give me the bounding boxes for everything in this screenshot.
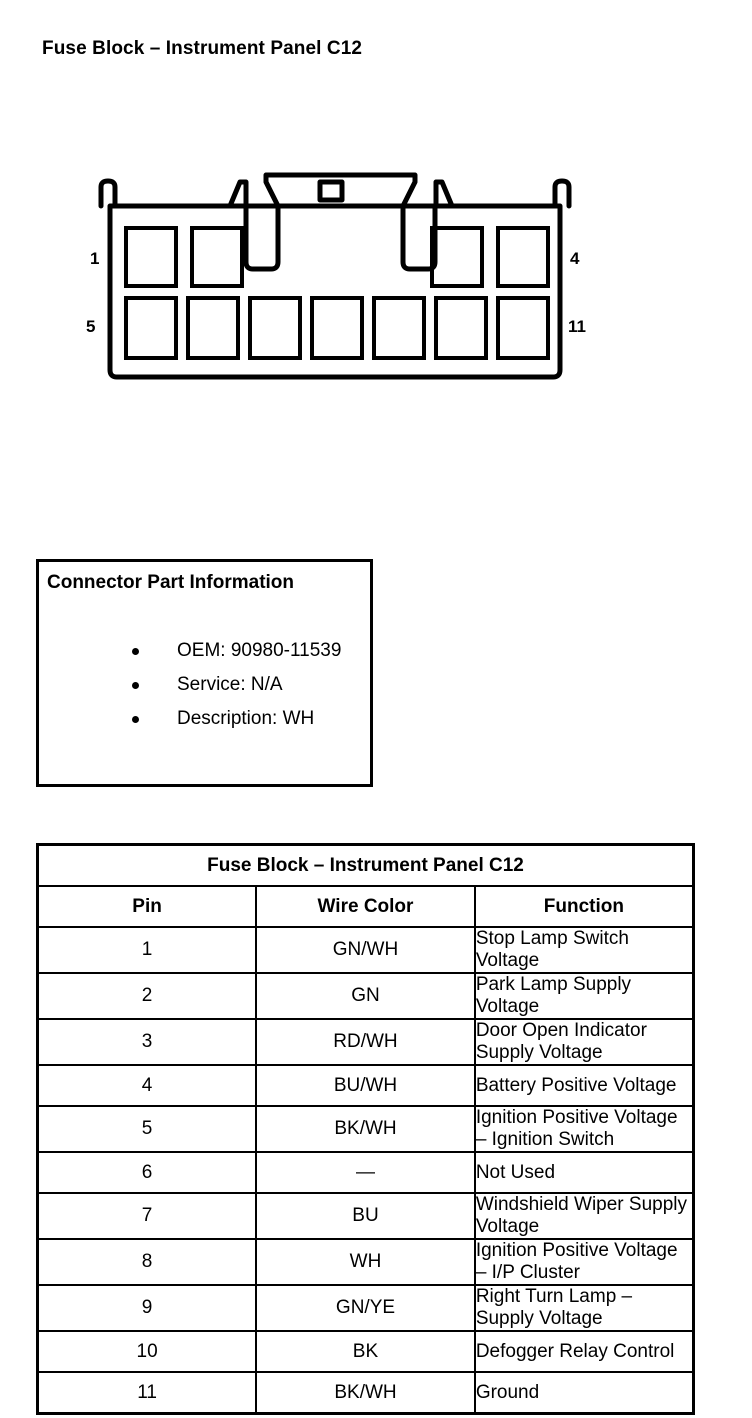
cell-pin: 7: [36, 1192, 258, 1240]
part-info-service-text: Service: N/A: [177, 674, 283, 695]
left-wedge-icon: [227, 179, 249, 209]
table-row: 11 BK/WH Ground: [36, 1371, 695, 1415]
cavity-9: [372, 296, 426, 360]
part-info-item-oem: OEM: 90980-11539: [39, 634, 341, 668]
cell-pin: 1: [36, 926, 258, 974]
connector-body-outline: [107, 203, 563, 380]
cell-function: Battery Positive Voltage: [473, 1064, 695, 1107]
column-header-function: Function: [473, 885, 695, 928]
cell-wire: BK/WH: [255, 1105, 476, 1153]
bullet-icon: [132, 716, 139, 723]
cavity-8: [310, 296, 364, 360]
cell-wire: GN/YE: [255, 1284, 476, 1332]
pinout-table-wrapper: Fuse Block – Instrument Panel C12 Pin Wi…: [36, 843, 695, 1415]
cell-wire: GN/WH: [255, 926, 476, 974]
cavity-3: [430, 226, 484, 288]
pin-label-top-right: 4: [570, 249, 580, 268]
page-title: Fuse Block – Instrument Panel C12: [42, 38, 363, 59]
pin-label-bottom-right: 11: [568, 317, 586, 336]
right-post-icon: [552, 178, 572, 209]
cell-pin: 3: [36, 1018, 258, 1066]
connector-face-svg: [98, 172, 572, 380]
cell-wire: BU: [255, 1192, 476, 1240]
cell-wire: BK: [255, 1330, 476, 1373]
table-row: 4 BU/WH Battery Positive Voltage: [36, 1064, 695, 1107]
part-info-item-description: Description: WH: [39, 702, 341, 736]
cavity-11: [496, 296, 550, 360]
cell-function: Stop Lamp Switch Voltage: [473, 926, 695, 974]
cell-function: Right Turn Lamp – Supply Voltage: [473, 1284, 695, 1332]
cell-wire: BU/WH: [255, 1064, 476, 1107]
cell-pin: 11: [36, 1371, 258, 1415]
cell-pin: 8: [36, 1238, 258, 1286]
cavity-1: [124, 226, 178, 288]
table-row: 5 BK/WH Ignition Positive Voltage – Igni…: [36, 1105, 695, 1153]
table-row: 9 GN/YE Right Turn Lamp – Supply Voltage: [36, 1284, 695, 1332]
cell-wire: WH: [255, 1238, 476, 1286]
latch-notch-icon: [317, 179, 345, 203]
part-info-list: OEM: 90980-11539 Service: N/A Descriptio…: [39, 634, 341, 736]
cell-wire: BK/WH: [255, 1371, 476, 1415]
cell-wire: RD/WH: [255, 1018, 476, 1066]
cell-wire: GN: [255, 972, 476, 1020]
column-header-wire-color: Wire Color: [255, 885, 476, 928]
right-wedge-icon: [433, 179, 455, 209]
table-row: 6 — Not Used: [36, 1151, 695, 1194]
pinout-table: Fuse Block – Instrument Panel C12 Pin Wi…: [36, 843, 695, 1415]
table-row: 7 BU Windshield Wiper Supply Voltage: [36, 1192, 695, 1240]
cell-pin: 2: [36, 972, 258, 1020]
left-post-icon: [98, 178, 118, 209]
cell-pin: 9: [36, 1284, 258, 1332]
cell-function: Windshield Wiper Supply Voltage: [473, 1192, 695, 1240]
cell-function: Ignition Positive Voltage – I/P Cluster: [473, 1238, 695, 1286]
cavity-2: [190, 226, 244, 288]
cell-function: Defogger Relay Control: [473, 1330, 695, 1373]
part-info-oem-text: OEM: 90980-11539: [177, 640, 342, 661]
cell-function: Park Lamp Supply Voltage: [473, 972, 695, 1020]
pin-label-bottom-left: 5: [86, 317, 96, 336]
cell-pin: 4: [36, 1064, 258, 1107]
cell-wire: —: [255, 1151, 476, 1194]
cell-pin: 10: [36, 1330, 258, 1373]
cell-function: Ground: [473, 1371, 695, 1415]
cavity-5: [124, 296, 178, 360]
pin-label-top-left: 1: [90, 249, 100, 268]
bullet-icon: [132, 648, 139, 655]
table-row: 2 GN Park Lamp Supply Voltage: [36, 972, 695, 1020]
cavity-6: [186, 296, 240, 360]
cell-function: Door Open Indicator Supply Voltage: [473, 1018, 695, 1066]
cell-function: Ignition Positive Voltage – Ignition Swi…: [473, 1105, 695, 1153]
part-info-description-text: Description: WH: [177, 708, 315, 729]
connector-part-information-box: Connector Part Information OEM: 90980-11…: [36, 559, 373, 787]
connector-diagram: 1 5 4 11: [70, 170, 610, 395]
cell-pin: 5: [36, 1105, 258, 1153]
pinout-header-row: Pin Wire Color Function: [36, 885, 695, 928]
cavity-row-top: [124, 226, 550, 288]
cell-pin: 6: [36, 1151, 258, 1194]
table-row: 1 GN/WH Stop Lamp Switch Voltage: [36, 926, 695, 974]
table-row: 8 WH Ignition Positive Voltage – I/P Clu…: [36, 1238, 695, 1286]
cavity-7: [248, 296, 302, 360]
cell-function: Not Used: [473, 1151, 695, 1194]
table-row: 10 BK Defogger Relay Control: [36, 1330, 695, 1373]
pinout-caption-row: Fuse Block – Instrument Panel C12: [36, 843, 695, 887]
cavity-row-bottom: [124, 296, 550, 360]
bullet-icon: [132, 682, 139, 689]
column-header-pin: Pin: [36, 885, 258, 928]
cavity-10: [434, 296, 488, 360]
pinout-caption: Fuse Block – Instrument Panel C12: [36, 843, 695, 887]
part-info-title: Connector Part Information: [47, 572, 295, 593]
part-info-item-service: Service: N/A: [39, 668, 341, 702]
table-row: 3 RD/WH Door Open Indicator Supply Volta…: [36, 1018, 695, 1066]
cavity-4: [496, 226, 550, 288]
